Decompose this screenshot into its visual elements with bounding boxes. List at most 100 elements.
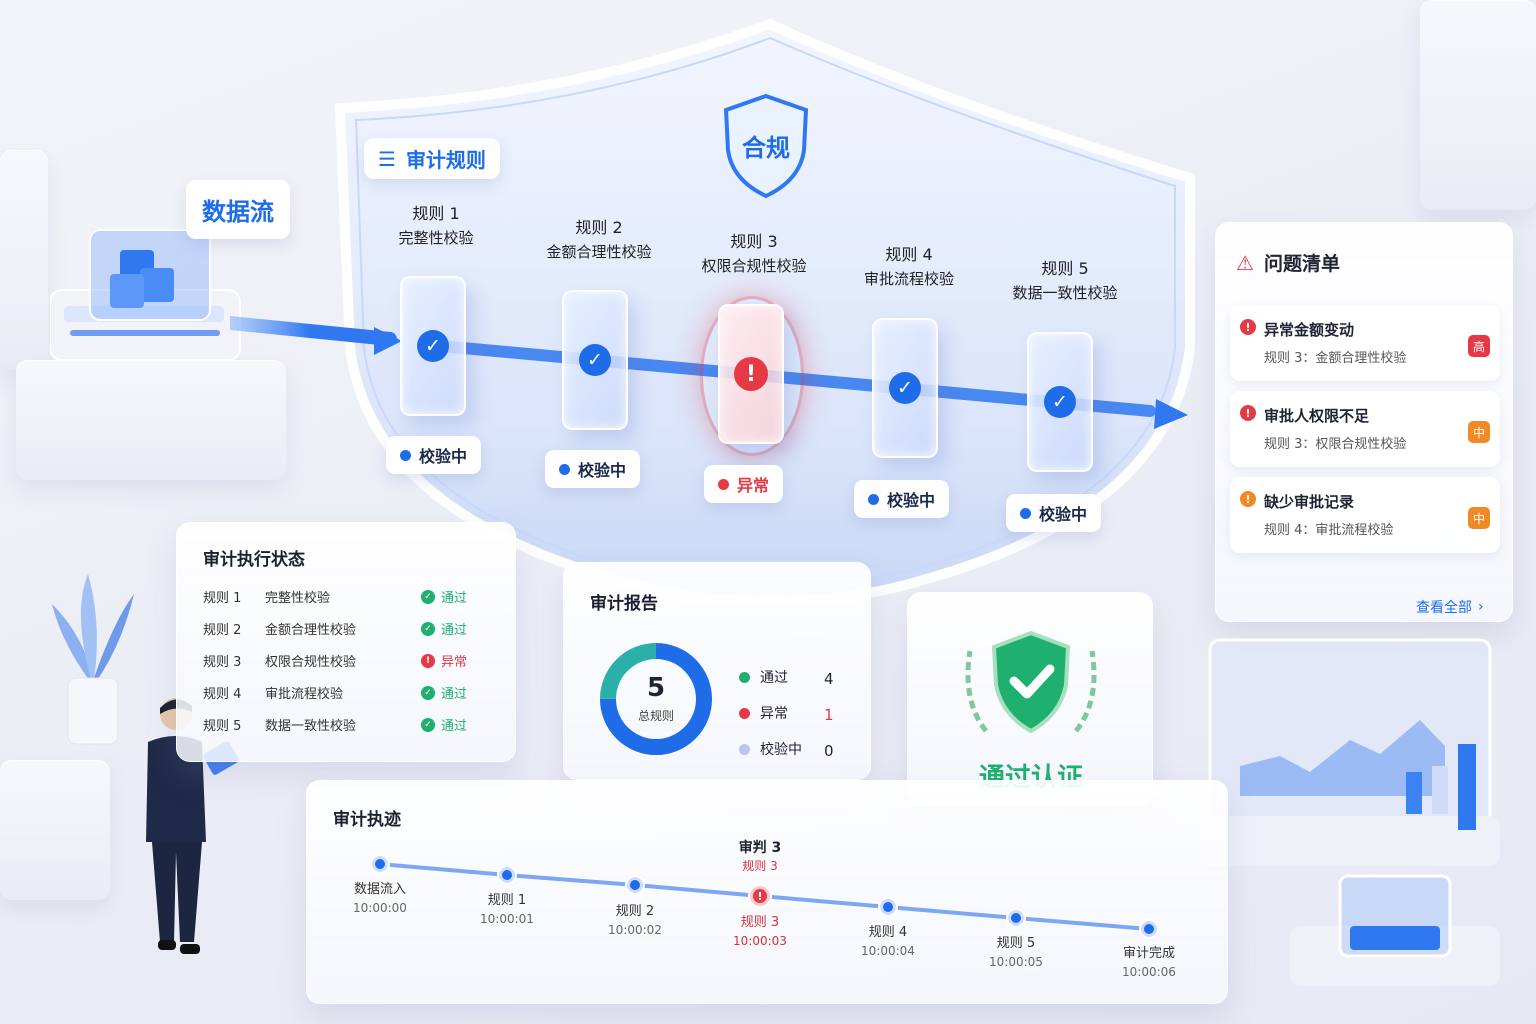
compliance-badge: 合规 <box>720 92 812 200</box>
legend-label: 校验中 <box>760 742 802 758</box>
issue-item-3[interactable]: ! 缺少审批记录 规则 4：审批流程校验 中 <box>1230 477 1500 553</box>
trace-node-label: 规则 2 <box>615 904 655 919</box>
exec-result-label: 通过 <box>441 719 468 734</box>
alert-icon: ! <box>1240 405 1256 421</box>
exec-rule: 规则 4 <box>203 687 242 702</box>
rule-4-gate[interactable]: ✓ <box>872 318 938 458</box>
exec-row-5: 规则 5 数据一致性校验 ✓ 通过 <box>203 715 493 739</box>
issue-item-2[interactable]: ! 审批人权限不足 规则 3：权限合规性校验 中 <box>1230 391 1500 467</box>
issue-detail: 规则 4：审批流程校验 <box>1264 523 1394 538</box>
report-donut-chart <box>600 643 712 755</box>
exec-result-label: 通过 <box>441 687 468 702</box>
certification-panel: 通过认证 <box>907 592 1153 806</box>
check-icon: ✓ <box>1044 386 1076 418</box>
rule-2-gate[interactable]: ✓ <box>562 290 628 430</box>
analytics-chart-decoration <box>1200 636 1500 876</box>
check-icon: ✓ <box>579 344 611 376</box>
warning-triangle-icon: ⚠ <box>1236 250 1254 275</box>
exec-desc: 完整性校验 <box>265 591 331 606</box>
severity-badge: 高 <box>1468 335 1490 357</box>
rule-1-status: 校验中 <box>386 436 482 474</box>
rule-3-status-label: 异常 <box>737 476 770 495</box>
shield-icon <box>723 93 809 199</box>
legend-checking: 校验中 <box>739 739 839 759</box>
exec-row-4: 规则 4 审批流程校验 ✓ 通过 <box>203 683 493 707</box>
document-list-icon: ☰ <box>378 146 396 171</box>
exec-row-1: 规则 1 完整性校验 ✓ 通过 <box>203 587 493 611</box>
rule-3-title: 规则 3 权限合规性校验 <box>669 230 839 278</box>
issue-item-1[interactable]: ! 异常金额变动 规则 3：金额合理性校验 高 <box>1230 305 1500 381</box>
status-dot <box>868 493 879 505</box>
rule-3-name: 规则 3 <box>730 232 778 251</box>
rule-5-desc: 数据一致性校验 <box>1012 284 1118 302</box>
trace-label-5: 规则 4 10:00:04 <box>833 924 943 960</box>
legend-label: 通过 <box>760 670 788 686</box>
exec-rule: 规则 1 <box>203 591 242 606</box>
legend-pass: 通过 <box>739 667 839 687</box>
trace-node-time: 10:00:04 <box>861 944 915 958</box>
trace-node-label: 规则 5 <box>996 936 1036 951</box>
check-icon: ✓ <box>889 372 921 404</box>
legend-dot <box>739 707 750 719</box>
trace-node-time: 10:00:00 <box>353 901 407 915</box>
report-total-label: 总规则 <box>637 709 674 723</box>
view-all-link[interactable]: 查看全部 › <box>1416 597 1484 617</box>
trace-node-label: 数据流入 <box>353 882 406 897</box>
exec-desc: 审批流程校验 <box>265 687 344 702</box>
trace-node-5[interactable] <box>880 899 896 915</box>
rule-4-desc: 审批流程校验 <box>863 270 954 288</box>
trace-node-label: 规则 3 <box>740 915 780 930</box>
issue-title: 审批人权限不足 <box>1264 407 1370 425</box>
trace-node-4-error[interactable]: ! <box>750 886 770 906</box>
status-dot <box>1020 507 1031 519</box>
rule-1-gate[interactable]: ✓ <box>400 276 466 416</box>
rule-4-status: 校验中 <box>854 480 950 518</box>
rule-2-name: 规则 2 <box>575 218 623 237</box>
exec-result: ✓ 通过 <box>421 587 467 606</box>
rule-4-name: 规则 4 <box>885 245 933 264</box>
issue-title: 缺少审批记录 <box>1264 493 1355 511</box>
rule-5-gate[interactable]: ✓ <box>1027 332 1093 472</box>
floor-tile-left-top <box>0 150 48 370</box>
trace-node-7[interactable] <box>1141 921 1157 937</box>
audit-rules-header: ☰ 审计规则 <box>364 138 500 179</box>
trace-node-6[interactable] <box>1008 910 1024 926</box>
trace-node-time: 10:00:01 <box>480 912 534 926</box>
exec-result-label: 通过 <box>441 623 468 638</box>
exec-rule: 规则 3 <box>203 655 242 670</box>
trace-label-1: 数据流入 10:00:00 <box>325 881 435 917</box>
floor-tile-left-mid <box>16 360 286 480</box>
severity-badge: 中 <box>1468 421 1490 443</box>
issue-detail: 规则 3：金额合理性校验 <box>1264 351 1407 366</box>
rule-3-desc: 权限合规性校验 <box>701 257 807 275</box>
legend-value: 0 <box>824 742 834 760</box>
trace-label-7: 审计完成 10:00:06 <box>1094 945 1204 981</box>
audit-rules-title: 审计规则 <box>405 148 486 172</box>
error-icon: ! <box>734 357 768 391</box>
trace-node-2[interactable] <box>499 867 515 883</box>
issue-title: 异常金额变动 <box>1264 321 1355 339</box>
rule-2-status-label: 校验中 <box>578 461 627 480</box>
trace-label-2: 规则 1 10:00:01 <box>452 892 562 928</box>
trace-node-3[interactable] <box>627 877 643 893</box>
shield-check-laurel-icon <box>965 630 1097 734</box>
rule-3-gate[interactable]: ! <box>718 304 784 444</box>
view-all-label: 查看全部 <box>1416 600 1472 616</box>
legend-dot <box>739 743 750 755</box>
trace-node-1[interactable] <box>372 856 388 872</box>
floor-tile-right-top <box>1420 0 1536 210</box>
issue-list-header: ⚠ 问题清单 <box>1236 249 1340 276</box>
chevron-right-icon: › <box>1478 599 1484 615</box>
trace-node-time: 10:00:05 <box>989 955 1043 969</box>
alert-icon: ! <box>1240 319 1256 335</box>
check-icon: ✓ <box>421 717 435 732</box>
exec-result: ! 异常 <box>421 651 467 670</box>
rule-2-status: 校验中 <box>545 450 641 488</box>
trace-node-time: 10:00:03 <box>733 934 787 948</box>
check-icon: ✓ <box>421 621 435 636</box>
severity-badge: 中 <box>1468 507 1490 529</box>
trace-node-label: 规则 1 <box>487 893 527 908</box>
exec-desc: 权限合规性校验 <box>265 655 357 670</box>
issue-detail: 规则 3：权限合规性校验 <box>1264 437 1407 452</box>
exec-row-3: 规则 3 权限合规性校验 ! 异常 <box>203 651 493 675</box>
